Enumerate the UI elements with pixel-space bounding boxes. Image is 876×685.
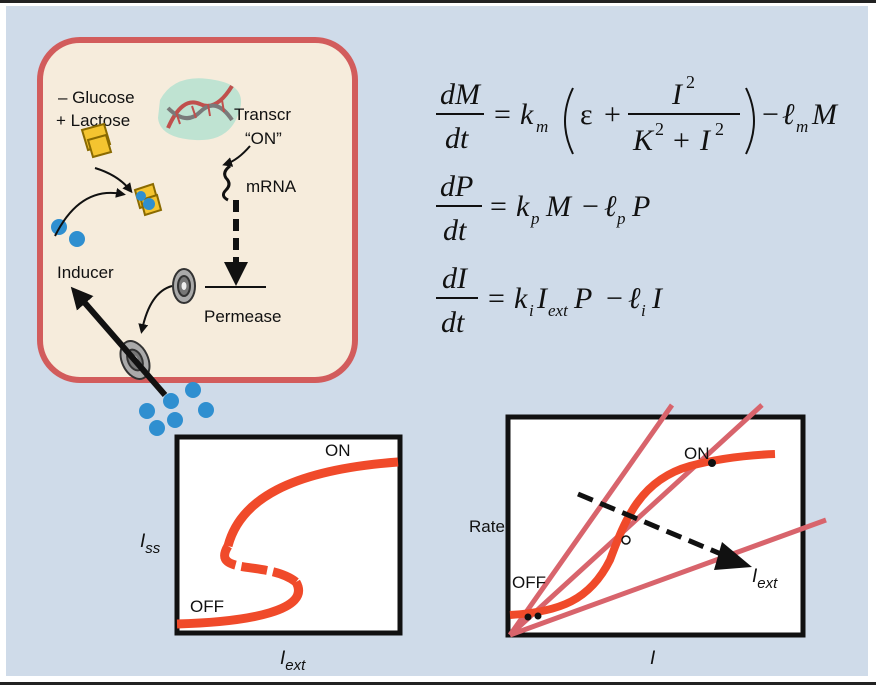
production-curve: [509, 450, 776, 619]
unstable-fixed-point: [621, 535, 631, 545]
eq1-minus: −: [762, 98, 779, 131]
induction-arrow: [577, 491, 741, 565]
steady-state-xlabel: Iext: [280, 648, 306, 674]
cell-membrane: [37, 37, 358, 383]
eq1-frac-den-b-sup: 2: [715, 119, 724, 139]
eq2-var-b: P: [631, 190, 650, 223]
rate-on-label: ON: [684, 444, 710, 463]
steady-state-on-label: ON: [325, 441, 351, 460]
loss-line-steep: [507, 403, 675, 637]
steady-state-off-label: OFF: [190, 597, 224, 616]
translation-arrowhead: [224, 262, 248, 286]
equation-inducer: dI dt = k i I ext P − ℓ i I: [436, 262, 664, 339]
off-fixed-point-2: [534, 612, 542, 620]
rate-arrow-label: Iext: [752, 566, 778, 592]
eq3-lhs-num: dI: [442, 262, 469, 295]
on-state-label: “ON”: [245, 129, 282, 148]
rate-balance-plot: ON OFF: [505, 403, 827, 638]
conversion-arrow: [94, 167, 133, 194]
dna-icon: [158, 78, 242, 141]
eq1-loss: ℓ: [782, 98, 795, 131]
steady-state-ylabel: Iss: [140, 531, 161, 557]
eq3-var-a: P: [573, 282, 592, 315]
eq2-var-a: M: [545, 190, 573, 223]
eq1-plus: +: [604, 98, 621, 131]
eq1-loss-sub: m: [796, 117, 808, 136]
eq1-epsilon: ε: [580, 98, 593, 131]
rate-off-label: OFF: [512, 573, 546, 592]
eq2-rate-sub: p: [530, 209, 540, 228]
loss-line-shallow: [509, 517, 827, 638]
eq1-var: M: [811, 98, 839, 131]
induction-arrowhead: [714, 542, 752, 570]
eq3-ext: I: [536, 282, 549, 315]
inducer-arrow: [54, 187, 126, 237]
eq1-rate: k: [520, 98, 534, 131]
eq1-frac-num: I: [671, 78, 684, 111]
eq3-rate-sub: i: [529, 301, 534, 320]
lactose-icon: [80, 122, 113, 159]
permease-icon: [172, 268, 196, 304]
transcr-label: Transcr: [234, 105, 291, 124]
inducer-dot: [69, 231, 85, 247]
svg-text:=: =: [494, 98, 511, 131]
eq2-rate: k: [516, 190, 530, 223]
eq1-frac-num-sup: 2: [686, 72, 695, 92]
lactose-inducer-complex-icon: [133, 182, 163, 217]
steady-state-plot: ON OFF: [174, 434, 403, 636]
eq3-var-b: I: [651, 282, 664, 315]
svg-text:=: =: [488, 282, 505, 315]
rate-ylabel: Rate: [469, 517, 505, 536]
eq2-minus: −: [582, 190, 599, 223]
mrna-label: mRNA: [246, 177, 297, 196]
eq1-rate-sub: m: [536, 117, 548, 136]
external-inducer-dots: [139, 382, 214, 436]
eq1-frac-den-a-sup: 2: [655, 119, 664, 139]
mrna-icon: [221, 164, 231, 202]
eq1-lhs-den: dt: [445, 122, 469, 155]
inducer-label: Inducer: [57, 263, 114, 282]
glucose-label: – Glucose: [58, 88, 135, 107]
eq3-lhs-den: dt: [441, 306, 465, 339]
eq2-lhs-den: dt: [443, 214, 467, 247]
eq3-loss: ℓ: [628, 282, 641, 315]
eq3-minus: −: [606, 282, 623, 315]
eq2-loss-sub: p: [616, 209, 626, 228]
eq3-ext-sub: ext: [548, 301, 569, 320]
steady-state-middle-branch: [220, 543, 299, 586]
permease-insertion-arrow: [138, 285, 173, 334]
equation-protein: dP dt = k p M − ℓ p P: [436, 170, 650, 247]
permease-label: Permease: [204, 307, 281, 326]
eq2-loss: ℓ: [604, 190, 617, 223]
lactose-label: + Lactose: [56, 111, 130, 130]
eq1-frac-den-plus: +: [673, 124, 690, 157]
svg-text:=: =: [490, 190, 507, 223]
eq1-frac-den-a: K: [632, 124, 655, 157]
equation-mrna: dM dt = k m ε + I 2 K 2 + I 2 − ℓ m M: [436, 72, 839, 157]
steady-state-upper-branch: [223, 457, 399, 548]
off-fixed-point: [524, 613, 532, 621]
eq3-loss-sub: i: [641, 301, 646, 320]
steady-state-lower-branch: [176, 579, 303, 629]
import-arrow: [70, 286, 168, 397]
eq3-rate: k: [514, 282, 528, 315]
transcription-arrow: [222, 145, 251, 167]
eq2-lhs-num: dP: [440, 170, 473, 203]
eq1-frac-den-b: I: [699, 124, 712, 157]
rate-xlabel: I: [650, 648, 656, 669]
on-fixed-point: [708, 459, 716, 467]
eq1-lhs-num: dM: [440, 78, 482, 111]
